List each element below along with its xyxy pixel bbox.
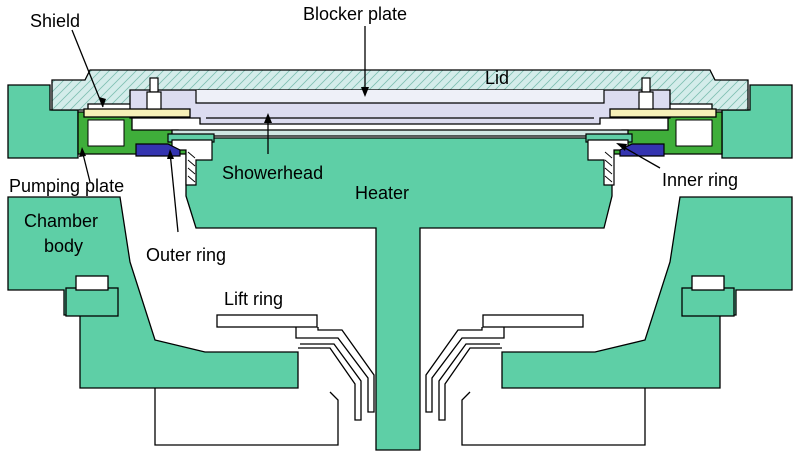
post-right (638, 77, 654, 110)
post-left (146, 77, 162, 110)
chamber-body-left (7, 84, 299, 389)
label-outer-ring: Outer ring (146, 245, 226, 265)
inner-ring-right (587, 139, 665, 186)
label-heater: Heater (355, 183, 409, 203)
label-lid: Lid (485, 68, 509, 88)
shield-right (609, 108, 717, 118)
label-chamber: Chamber (24, 211, 98, 231)
lower-housing-left (154, 388, 339, 446)
chamber-body-right (501, 84, 793, 389)
lower-housing-right (461, 388, 646, 446)
label-blocker-plate: Blocker plate (303, 4, 407, 24)
label-pumping-plate: Pumping plate (9, 176, 124, 196)
lift-ring-right (425, 314, 584, 421)
blocker-plate (129, 89, 671, 125)
label-showerhead: Showerhead (222, 163, 323, 183)
lift-ring-left (216, 314, 375, 421)
label-body: body (44, 236, 83, 256)
label-lift-ring: Lift ring (224, 289, 283, 309)
shield-left (83, 108, 191, 118)
label-inner-ring: Inner ring (662, 170, 738, 190)
label-shield: Shield (30, 11, 80, 31)
arrowheads (79, 87, 627, 159)
